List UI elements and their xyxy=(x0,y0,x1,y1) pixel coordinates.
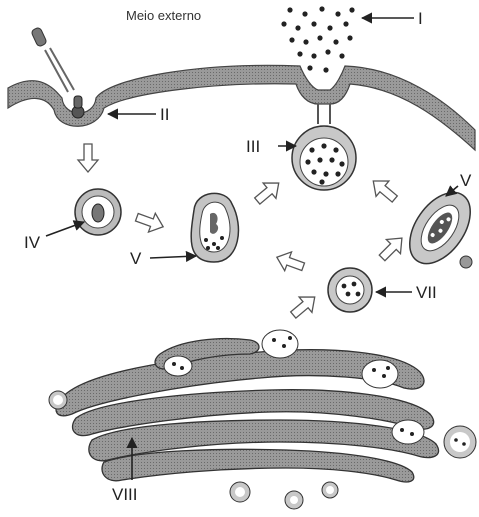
vesicle-vii xyxy=(328,268,372,312)
label-i: I xyxy=(418,9,423,28)
vesicle-v-left xyxy=(191,193,238,262)
label-iii: III xyxy=(246,137,260,156)
golgi-apparatus xyxy=(56,330,439,482)
vesicle-v-right xyxy=(397,181,479,274)
label-v-left: V xyxy=(130,249,142,268)
vesicle-iv xyxy=(75,189,121,235)
label-viii: VIII xyxy=(112,485,138,504)
label-vii: VII xyxy=(416,283,437,302)
label-ii: II xyxy=(160,105,169,124)
external-medium-label: Meio externo xyxy=(126,8,201,23)
label-iv: IV xyxy=(24,233,41,252)
label-v-right: V xyxy=(460,171,472,190)
vesicle-iii xyxy=(292,104,356,190)
external-particles xyxy=(281,6,354,72)
